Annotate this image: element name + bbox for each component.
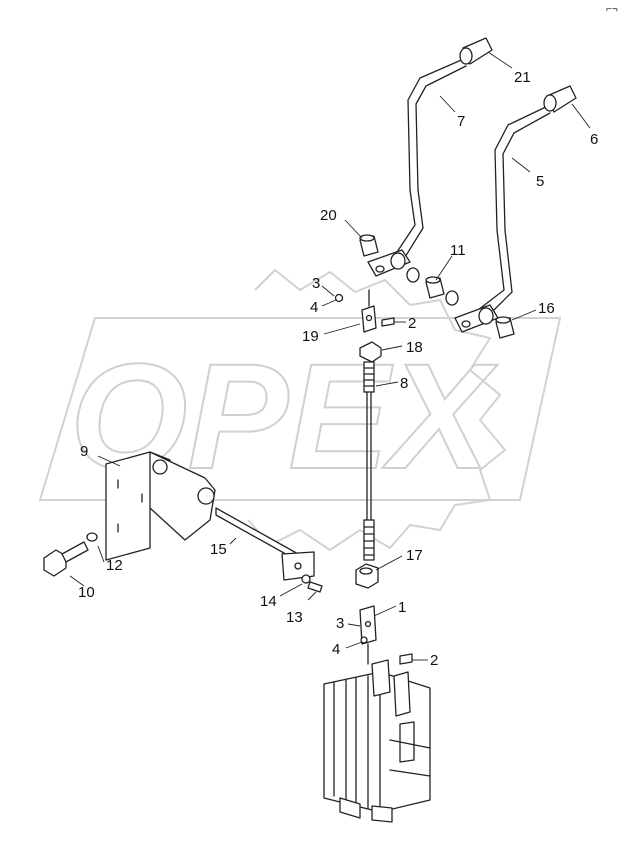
callout-2: 2 (408, 315, 416, 332)
callout-1: 1 (398, 599, 406, 616)
callout-21: 21 (514, 69, 531, 86)
callout-15: 15 (210, 541, 227, 558)
callout-8: 8 (400, 375, 408, 392)
arm-15 (215, 507, 315, 581)
lever-5 (477, 85, 577, 319)
clevis-1 (359, 605, 413, 665)
callout-5: 5 (536, 173, 544, 190)
callout-6: 6 (590, 131, 598, 148)
callout-20: 20 (320, 207, 337, 224)
callout-10: 10 (78, 584, 95, 601)
bushing-11 (406, 267, 459, 306)
callout-18: 18 (406, 339, 423, 356)
callout-4: 4 (310, 299, 318, 316)
callout-3: 3 (312, 275, 320, 292)
watermark-banner (38, 317, 562, 501)
callout-labels: 21 7 6 5 20 11 3 4 2 19 16 18 8 9 12 10 … (78, 69, 598, 669)
callout-4b: 4 (332, 641, 340, 658)
bolt-10 (43, 532, 98, 577)
callout-3b: 3 (336, 615, 344, 632)
rod-8 (359, 341, 382, 561)
lever-7 (394, 37, 493, 263)
screw-13 (301, 574, 323, 593)
lever-hub-right (454, 304, 499, 333)
lever-hub-left (367, 249, 411, 277)
bushing-20 (359, 234, 379, 257)
callout-17: 17 (406, 547, 423, 564)
callout-12: 12 (106, 557, 123, 574)
callout-14: 14 (260, 593, 277, 610)
callout-2b: 2 (430, 652, 438, 669)
nut-17 (355, 563, 379, 589)
corner-mark: ⌐¬ (606, 4, 618, 15)
clevis-19 (334, 289, 395, 333)
callout-13: 13 (286, 609, 303, 626)
control-valve (323, 659, 431, 823)
watermark-gear-outline (247, 268, 507, 552)
bracket-9 (105, 451, 216, 561)
callout-19: 19 (302, 328, 319, 345)
callout-9: 9 (80, 443, 88, 460)
bushing-16 (495, 316, 515, 339)
callout-11: 11 (450, 242, 466, 259)
callout-7: 7 (457, 113, 465, 130)
callout-16: 16 (538, 300, 555, 317)
leader-lines (69, 51, 591, 661)
